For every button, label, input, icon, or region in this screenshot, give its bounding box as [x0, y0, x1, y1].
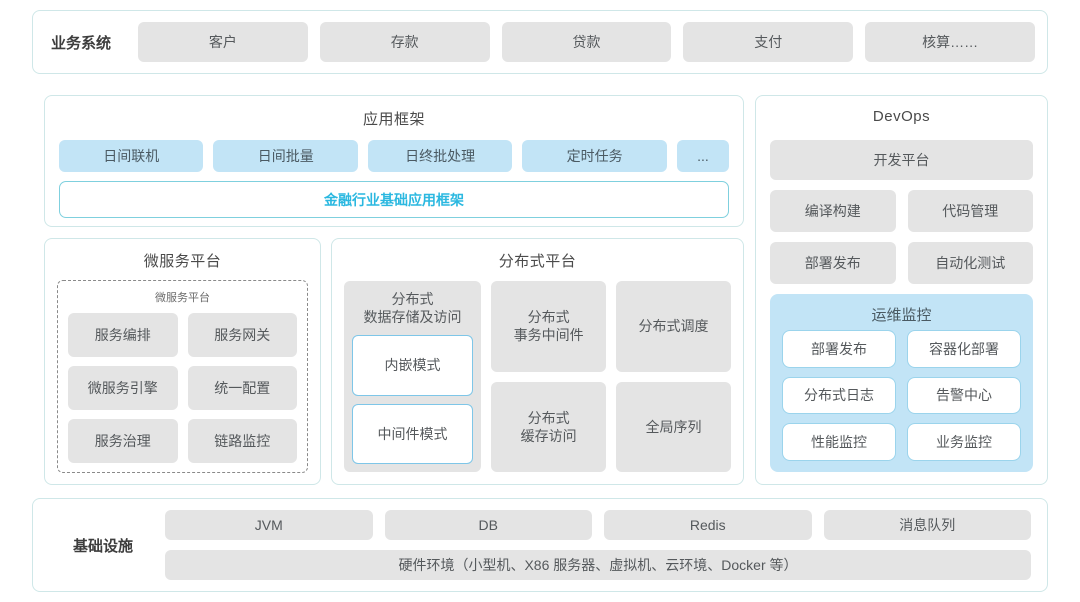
- devops-panel: DevOps 开发平台 编译构建 代码管理 部署发布 自动化测试 运维监控 部署…: [755, 95, 1048, 485]
- appframe-item-daytime-online[interactable]: 日间联机: [59, 140, 204, 172]
- microservice-item-gateway[interactable]: 服务网关: [187, 313, 297, 357]
- microservice-platform-title: 微服务平台: [143, 253, 222, 270]
- distributed-item-cache-access-line1: 分布式: [527, 409, 570, 426]
- ops-monitoring-group: 运维监控 部署发布 容器化部署 分布式日志 告警中心 性能监控 业务监控: [770, 294, 1033, 472]
- microservice-inner-label: 微服务平台: [155, 292, 210, 304]
- infrastructure-item-jvm[interactable]: JVM: [165, 510, 373, 540]
- devops-item-code-management[interactable]: 代码管理: [907, 190, 1033, 232]
- distributed-data-storage-title-line2: 数据存储及访问: [363, 309, 462, 326]
- ops-monitoring-title: 运维监控: [871, 307, 932, 324]
- ops-item-deploy-release[interactable]: 部署发布: [782, 330, 896, 368]
- application-framework-list: 日间联机 日间批量 日终批处理 定时任务 ...: [59, 140, 730, 172]
- business-systems-list: 客户 存款 贷款 支付 核算……: [138, 22, 1035, 62]
- business-item-deposit[interactable]: 存款: [319, 22, 490, 62]
- devops-item-dev-platform[interactable]: 开发平台: [770, 140, 1033, 180]
- ops-item-containerized-deploy[interactable]: 容器化部署: [907, 330, 1021, 368]
- distributed-item-cache-access[interactable]: 分布式 缓存访问: [491, 381, 607, 472]
- microservice-item-orchestration[interactable]: 服务编排: [68, 313, 178, 357]
- microservice-item-governance[interactable]: 服务治理: [68, 419, 178, 463]
- infrastructure-list: JVM DB Redis 消息队列: [165, 510, 1031, 540]
- distributed-item-cache-access-line2: 缓存访问: [520, 427, 577, 444]
- infrastructure-item-message-queue[interactable]: 消息队列: [823, 510, 1031, 540]
- business-item-payment[interactable]: 支付: [683, 22, 854, 62]
- distributed-item-transaction-middleware-line2: 事务中间件: [513, 327, 584, 344]
- distributed-item-transaction-middleware-line1: 分布式: [527, 309, 570, 326]
- distributed-platform-title: 分布式平台: [498, 253, 577, 270]
- devops-item-automated-test[interactable]: 自动化测试: [907, 242, 1033, 284]
- microservice-platform-panel: 微服务平台 微服务平台 服务编排 服务网关 微服务引擎 统一配置 服务治理 链路…: [44, 238, 321, 485]
- devops-title: DevOps: [872, 108, 931, 125]
- distributed-platform-panel: 分布式平台 分布式 数据存储及访问 内嵌模式 中间件模式 分布式 事务中间件 分…: [331, 238, 744, 485]
- microservice-item-grid: 服务编排 服务网关 微服务引擎 统一配置 服务治理 链路监控: [68, 313, 297, 463]
- devops-item-grid: 编译构建 代码管理 部署发布 自动化测试: [770, 190, 1033, 284]
- devops-item-deploy-release[interactable]: 部署发布: [770, 242, 896, 284]
- infrastructure-panel: 基础设施 JVM DB Redis 消息队列 硬件环境（小型机、X86 服务器、…: [32, 498, 1048, 592]
- infrastructure-item-db[interactable]: DB: [384, 510, 592, 540]
- distributed-data-storage-title-line1: 分布式: [391, 291, 434, 307]
- distributed-mode-middleware[interactable]: 中间件模式: [352, 403, 474, 464]
- application-framework-title: 应用框架: [362, 111, 425, 128]
- distributed-item-global-sequence[interactable]: 全局序列: [616, 381, 731, 472]
- microservice-item-engine[interactable]: 微服务引擎: [68, 366, 178, 410]
- business-systems-label: 业务系统: [51, 34, 112, 52]
- distributed-data-storage-title: 分布式 数据存储及访问: [352, 290, 473, 326]
- distributed-data-storage-group[interactable]: 分布式 数据存储及访问 内嵌模式 中间件模式: [344, 281, 482, 472]
- distributed-mode-embedded[interactable]: 内嵌模式: [352, 335, 474, 396]
- appframe-item-eod-batch[interactable]: 日终批处理: [367, 140, 513, 172]
- infrastructure-body: JVM DB Redis 消息队列 硬件环境（小型机、X86 服务器、虚拟机、云…: [165, 510, 1031, 580]
- finance-base-framework-banner[interactable]: 金融行业基础应用框架: [59, 181, 729, 218]
- microservice-inner-dashed-box: 微服务平台 服务编排 服务网关 微服务引擎 统一配置 服务治理 链路监控: [57, 280, 308, 473]
- ops-item-business-monitor[interactable]: 业务监控: [907, 423, 1021, 461]
- appframe-item-daytime-batch[interactable]: 日间批量: [213, 140, 358, 172]
- distributed-item-scheduling[interactable]: 分布式调度: [616, 281, 731, 372]
- appframe-item-more[interactable]: ...: [676, 140, 730, 172]
- infrastructure-item-redis[interactable]: Redis: [604, 510, 812, 540]
- ops-item-alert-center[interactable]: 告警中心: [907, 376, 1021, 415]
- distributed-item-grid: 分布式 事务中间件 分布式调度 分布式 缓存访问 全局序列: [491, 281, 731, 472]
- ops-monitoring-grid: 部署发布 容器化部署 分布式日志 告警中心 性能监控 业务监控: [782, 330, 1021, 461]
- microservice-item-unified-config[interactable]: 统一配置: [187, 366, 297, 410]
- business-item-loan[interactable]: 贷款: [501, 22, 672, 62]
- infrastructure-hardware-environment[interactable]: 硬件环境（小型机、X86 服务器、虚拟机、云环境、Docker 等）: [165, 550, 1031, 580]
- microservice-item-trace-monitor[interactable]: 链路监控: [187, 419, 297, 463]
- infrastructure-label: 基础设施: [73, 537, 134, 555]
- business-item-customer[interactable]: 客户: [138, 22, 308, 62]
- devops-item-compile-build[interactable]: 编译构建: [770, 190, 896, 232]
- appframe-item-scheduled-task[interactable]: 定时任务: [522, 140, 667, 172]
- application-framework-panel: 应用框架 日间联机 日间批量 日终批处理 定时任务 ... 金融行业基础应用框架: [44, 95, 744, 227]
- ops-item-performance-monitor[interactable]: 性能监控: [782, 423, 896, 461]
- business-item-accounting[interactable]: 核算……: [865, 22, 1035, 62]
- distributed-platform-body: 分布式 数据存储及访问 内嵌模式 中间件模式 分布式 事务中间件 分布式调度 分…: [344, 281, 731, 472]
- business-systems-panel: 业务系统 客户 存款 贷款 支付 核算……: [32, 10, 1048, 74]
- ops-item-distributed-log[interactable]: 分布式日志: [782, 376, 896, 415]
- distributed-item-transaction-middleware[interactable]: 分布式 事务中间件: [491, 281, 607, 372]
